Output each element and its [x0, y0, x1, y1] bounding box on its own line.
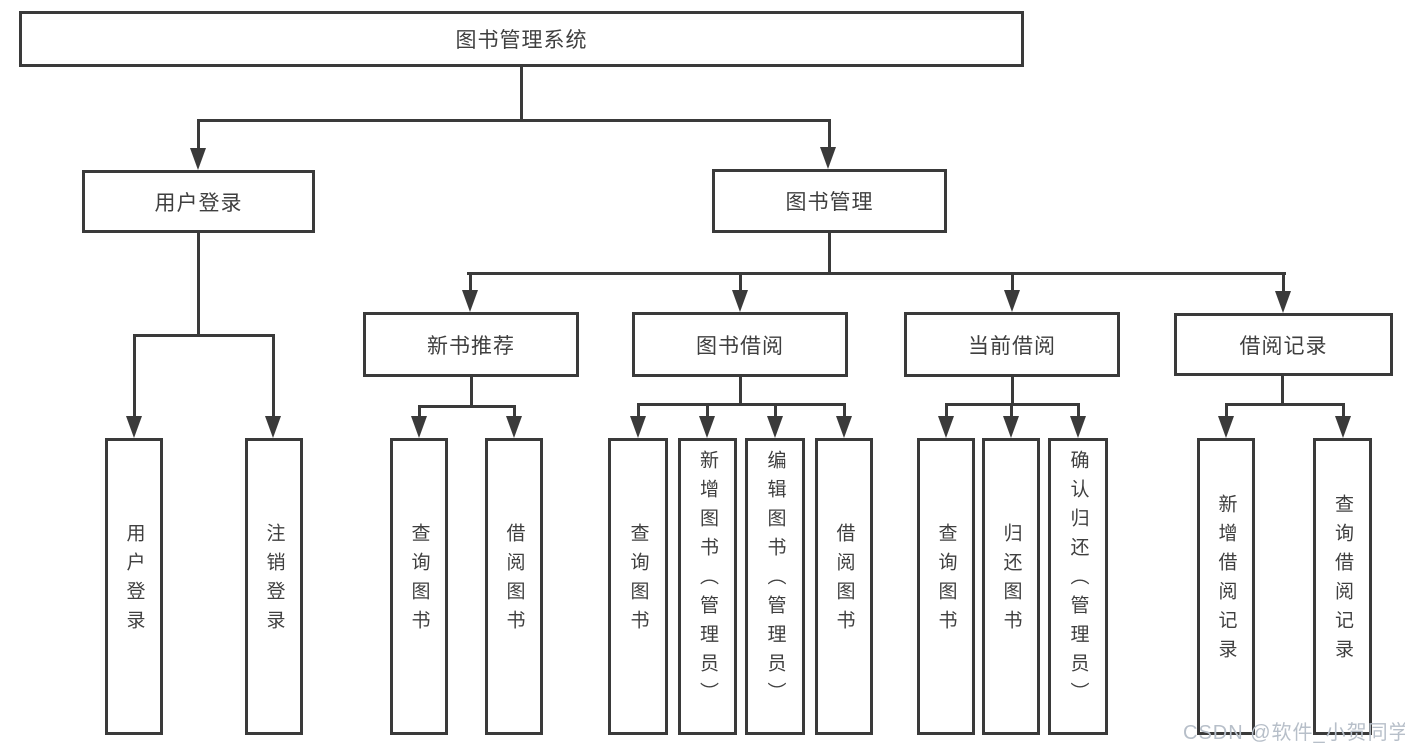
connector-line — [774, 403, 777, 418]
arrow-down-icon — [836, 416, 852, 438]
node-user-login: 用户登录 — [82, 170, 315, 233]
connector-line — [706, 403, 709, 418]
leaf-logout: 注销登录 — [245, 438, 303, 735]
leaf-query-books-current: 查询图书 — [917, 438, 975, 735]
leaf-add-borrow-record: 新增借阅记录 — [1197, 438, 1255, 735]
arrow-down-icon — [630, 416, 646, 438]
connector-line — [470, 377, 473, 407]
node-borrowing-records: 借阅记录 — [1174, 313, 1393, 376]
connector-line — [739, 377, 742, 405]
connector-line — [637, 403, 640, 418]
arrow-down-icon — [1335, 416, 1351, 438]
connector-line — [1010, 403, 1013, 418]
csdn-watermark: CSDN @软件_小贺同学 — [1183, 722, 1405, 744]
arrow-down-icon — [732, 290, 748, 312]
connector-line — [418, 405, 421, 418]
connector-line — [467, 272, 1286, 275]
arrow-down-icon — [767, 416, 783, 438]
connector-line — [197, 119, 830, 122]
arrow-down-icon — [190, 148, 206, 170]
arrow-down-icon — [938, 416, 954, 438]
leaf-confirm-return-admin: 确认归还（管理员） — [1048, 438, 1108, 735]
connector-line — [133, 334, 136, 418]
connector-line — [945, 403, 948, 418]
connector-line — [197, 119, 200, 150]
connector-line — [739, 272, 742, 292]
connector-line — [272, 334, 275, 418]
leaf-user-login: 用户登录 — [105, 438, 163, 735]
connector-line — [828, 119, 831, 149]
connector-line — [1077, 403, 1080, 418]
node-current-borrowing: 当前借阅 — [904, 312, 1120, 377]
leaf-edit-books-admin: 编辑图书（管理员） — [745, 438, 805, 735]
connector-line — [1011, 272, 1014, 292]
connector-line — [513, 405, 516, 418]
connector-line — [469, 272, 472, 292]
connector-line — [197, 233, 200, 336]
arrow-down-icon — [126, 416, 142, 438]
connector-line — [637, 403, 846, 406]
arrow-down-icon — [265, 416, 281, 438]
leaf-return-books: 归还图书 — [982, 438, 1040, 735]
arrow-down-icon — [411, 416, 427, 438]
arrow-down-icon — [1004, 290, 1020, 312]
connector-line — [1011, 377, 1014, 405]
leaf-borrow-books-recommend: 借阅图书 — [485, 438, 543, 735]
arrow-down-icon — [1070, 416, 1086, 438]
arrow-down-icon — [1275, 291, 1291, 313]
leaf-query-books-borrowing: 查询图书 — [608, 438, 668, 735]
arrow-down-icon — [1003, 416, 1019, 438]
arrow-down-icon — [462, 290, 478, 312]
node-book-borrowing: 图书借阅 — [632, 312, 848, 377]
connector-line — [1281, 376, 1284, 405]
node-book-management: 图书管理 — [712, 169, 947, 233]
connector-line — [1342, 403, 1345, 418]
connector-line — [828, 233, 831, 275]
arrow-down-icon — [1218, 416, 1234, 438]
arrow-down-icon — [820, 147, 836, 169]
connector-line — [520, 67, 523, 120]
connector-line — [1282, 272, 1285, 292]
connector-line — [843, 403, 846, 418]
connector-line — [133, 334, 274, 337]
leaf-add-books-admin: 新增图书（管理员） — [678, 438, 737, 735]
arrow-down-icon — [506, 416, 522, 438]
leaf-borrow-books: 借阅图书 — [815, 438, 873, 735]
connector-line — [1225, 403, 1345, 406]
arrow-down-icon — [699, 416, 715, 438]
connector-line — [418, 405, 516, 408]
node-library-management-system: 图书管理系统 — [19, 11, 1024, 67]
node-new-book-recommendation: 新书推荐 — [363, 312, 579, 377]
leaf-query-books-recommend: 查询图书 — [390, 438, 448, 735]
leaf-query-borrow-record: 查询借阅记录 — [1313, 438, 1372, 735]
connector-line — [1225, 403, 1228, 418]
